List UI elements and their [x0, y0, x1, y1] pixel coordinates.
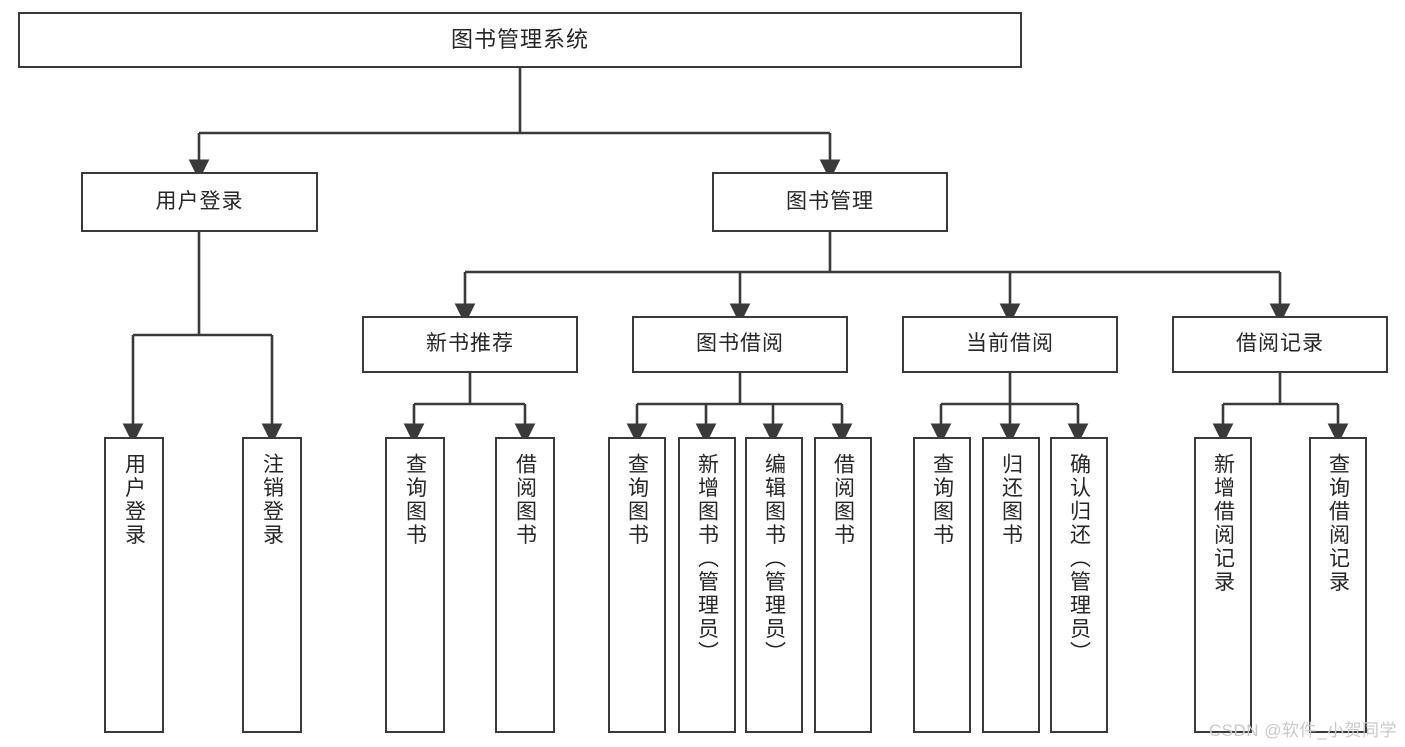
node-label: 用户登录 — [155, 189, 244, 213]
node-label: 借阅图书 — [831, 453, 855, 547]
node-label: 编辑图书（管理员） — [762, 453, 786, 665]
leaf-borrow-record-add-record[interactable]: 新增借阅记录 — [1194, 437, 1252, 733]
node-label: 图书借阅 — [696, 332, 784, 356]
node-book-borrow[interactable]: 图书借阅 — [632, 316, 848, 373]
leaf-user-login-login[interactable]: 用户登录 — [104, 437, 164, 733]
node-label: 借阅记录 — [1236, 332, 1324, 356]
node-label: 新书推荐 — [426, 332, 514, 356]
leaf-current-borrow-return-book[interactable]: 归还图书 — [982, 437, 1040, 733]
node-label: 用户登录 — [122, 453, 146, 547]
node-label: 新增借阅记录 — [1211, 453, 1235, 594]
node-borrow-record[interactable]: 借阅记录 — [1172, 316, 1388, 373]
node-label: 图书管理系统 — [450, 27, 589, 53]
leaf-current-borrow-confirm-return-admin[interactable]: 确认归还（管理员） — [1050, 437, 1108, 733]
node-label: 查询图书 — [403, 453, 427, 547]
node-label: 当前借阅 — [966, 332, 1054, 356]
node-new-book-recommend[interactable]: 新书推荐 — [362, 316, 578, 373]
leaf-book-borrow-query-book[interactable]: 查询图书 — [608, 437, 666, 733]
node-label: 确认归还（管理员） — [1067, 453, 1091, 665]
node-root-book-management-system[interactable]: 图书管理系统 — [18, 12, 1022, 68]
node-book-management[interactable]: 图书管理 — [712, 172, 948, 232]
node-current-borrow[interactable]: 当前借阅 — [902, 316, 1118, 373]
leaf-borrow-record-query-record[interactable]: 查询借阅记录 — [1309, 437, 1367, 733]
leaf-book-borrow-borrow-book[interactable]: 借阅图书 — [814, 437, 872, 733]
csdn-watermark: CSDN @软件_小贺同学 — [1208, 721, 1397, 740]
leaf-book-borrow-edit-book-admin[interactable]: 编辑图书（管理员） — [745, 437, 803, 733]
node-label: 注销登录 — [260, 453, 284, 547]
node-label: 查询图书 — [930, 453, 954, 547]
leaf-new-book-query-book[interactable]: 查询图书 — [385, 437, 445, 733]
node-user-login[interactable]: 用户登录 — [81, 172, 318, 232]
leaf-user-login-logout[interactable]: 注销登录 — [242, 437, 302, 733]
node-label: 新增图书（管理员） — [695, 453, 719, 665]
node-label: 查询图书 — [625, 453, 649, 547]
node-label: 图书管理 — [786, 189, 874, 213]
node-label: 查询借阅记录 — [1326, 453, 1350, 594]
leaf-book-borrow-add-book-admin[interactable]: 新增图书（管理员） — [678, 437, 736, 733]
node-label: 归还图书 — [999, 453, 1023, 547]
node-label: 借阅图书 — [513, 453, 537, 547]
leaf-current-borrow-query-book[interactable]: 查询图书 — [913, 437, 971, 733]
leaf-new-book-borrow-book[interactable]: 借阅图书 — [495, 437, 555, 733]
